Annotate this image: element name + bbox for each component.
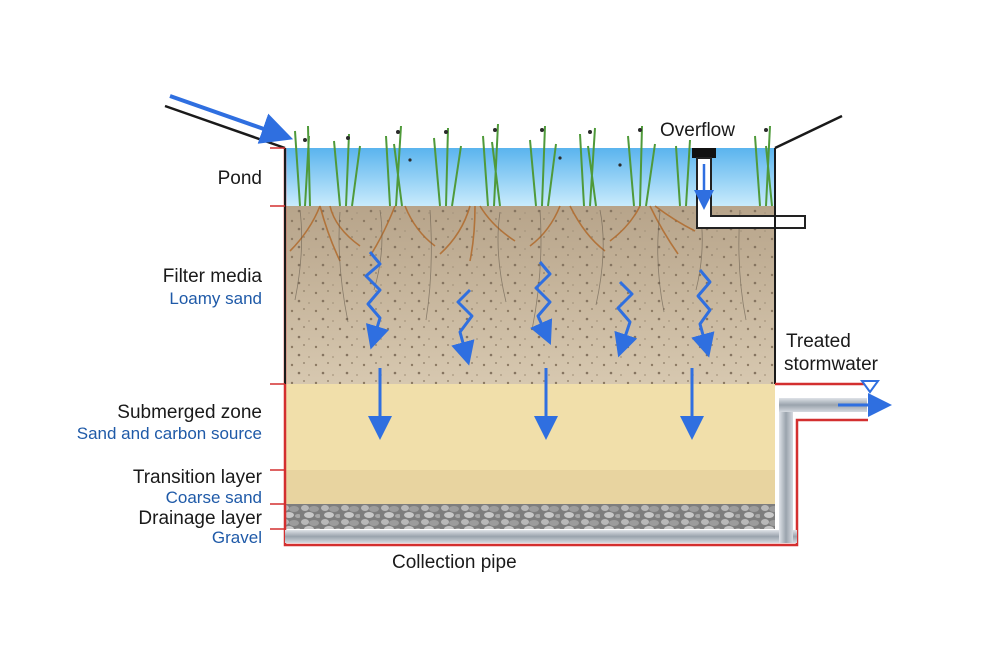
inflow-arrow (169, 94, 294, 144)
fine-roots (294, 209, 747, 331)
submerged-arrows (368, 368, 704, 440)
drainage-layer (285, 504, 775, 529)
treated-stormwater-label-2: stormwater (784, 354, 878, 375)
transition-layer-label: Transition layer (132, 467, 262, 488)
transition-layer-sublabel: Coarse sand (165, 488, 262, 507)
submerged-zone-sublabel: Sand and carbon source (76, 424, 262, 443)
drainage-layer-sublabel: Gravel (211, 528, 262, 547)
seed-heads (303, 128, 768, 167)
drainage-layer-label: Drainage layer (138, 508, 262, 529)
submerged-zone-label: Submerged zone (117, 402, 262, 423)
infiltration-arrows (364, 251, 715, 366)
filter-media-sublabel: Loamy sand (169, 289, 262, 308)
filter-media-label: Filter media (162, 266, 262, 287)
right-bank (774, 114, 843, 150)
pond-label: Pond (217, 168, 262, 189)
container-outline (283, 148, 868, 547)
submerged-zone-layer (285, 384, 775, 470)
riser-pipe (779, 398, 793, 543)
outlet-pipe (779, 398, 867, 412)
overflow-pit (692, 148, 806, 229)
collection-pipe-label: Collection pipe (392, 552, 517, 573)
filter-media-texture (285, 206, 775, 384)
layer-ticks (270, 147, 285, 530)
overflow-label: Overflow (660, 120, 735, 141)
water-level-symbol (860, 380, 880, 394)
transition-layer (285, 470, 775, 504)
plants (294, 123, 773, 207)
left-bank (164, 104, 286, 150)
collection-pipe-graphic (285, 530, 797, 543)
treated-stormwater-label-1: Treated (786, 331, 851, 352)
